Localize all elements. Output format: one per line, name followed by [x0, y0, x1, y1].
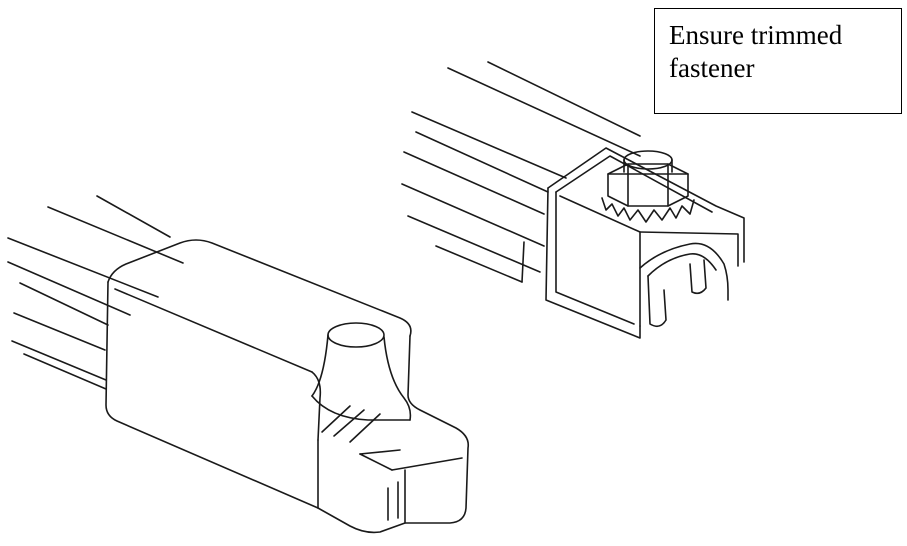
end-cap-step-edge	[312, 372, 320, 440]
right-rail-line	[402, 184, 544, 246]
nose-detail	[334, 410, 364, 436]
clip-front-inner	[556, 192, 634, 324]
rail-with-end-cap	[8, 196, 468, 532]
nose-detail	[360, 454, 392, 470]
right-rail-line	[436, 246, 522, 282]
bolt-tip	[624, 151, 672, 169]
left-rail-line	[8, 238, 158, 297]
left-rail-line	[24, 354, 106, 389]
clip-side-spring	[640, 243, 728, 300]
nose-detail	[350, 414, 380, 442]
left-rail-line	[12, 341, 106, 380]
hex-nut	[608, 164, 688, 206]
clip-top	[548, 148, 744, 262]
nose-detail	[392, 458, 462, 470]
clip-front	[546, 188, 640, 338]
nose-detail	[360, 450, 400, 454]
left-rail-line	[97, 196, 170, 237]
right-rail-line	[412, 112, 566, 178]
callout-text-line-1: Ensure trimmed	[669, 20, 843, 50]
left-rail-line	[8, 262, 130, 315]
clip-side-foot	[690, 260, 706, 293]
clip-side-spring	[648, 254, 716, 276]
stud-base	[312, 396, 410, 420]
right-rail-line	[488, 62, 640, 136]
right-rail-line	[416, 132, 548, 192]
callout-box: Ensure trimmed fastener	[654, 8, 902, 114]
end-cap-left-face	[106, 282, 318, 508]
right-rail-line	[408, 216, 540, 272]
callout-text-line-2: fastener	[669, 53, 755, 83]
end-cap-top	[108, 240, 411, 336]
rail-with-fastener	[402, 62, 744, 338]
stud-body	[312, 335, 410, 420]
hex-nut-edge	[608, 164, 688, 206]
end-cap-edge	[115, 289, 312, 372]
right-rail-line	[404, 152, 544, 214]
end-cap-step	[318, 470, 405, 532]
nose-detail	[322, 406, 350, 432]
right-rail-line	[522, 242, 524, 282]
left-rail-line	[14, 313, 105, 350]
left-rail-line	[48, 207, 183, 263]
clip-side	[640, 232, 738, 266]
right-rail-line	[448, 68, 640, 156]
clip-side-foot	[648, 276, 666, 326]
left-rail-line	[20, 283, 108, 325]
clip-top-inner	[556, 156, 712, 212]
end-cap-right-face	[405, 336, 468, 523]
stud-top	[328, 323, 384, 347]
lock-washer	[602, 198, 694, 222]
